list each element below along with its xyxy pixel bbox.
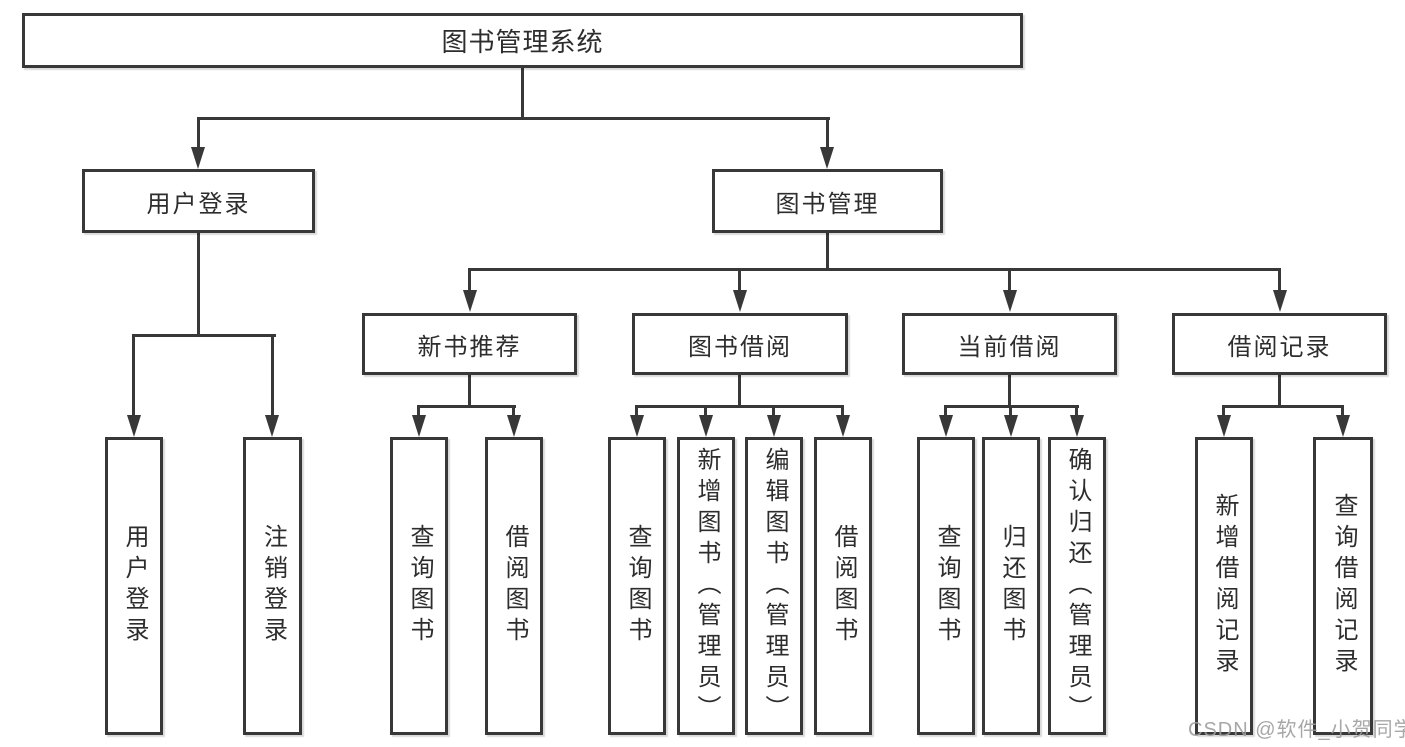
node-book-management: 图书管理	[712, 169, 943, 233]
arrow-down-icon	[820, 147, 834, 169]
edge-drop-leaf	[841, 405, 844, 418]
leaf-bb-borrow-books: 借阅图书	[814, 437, 872, 735]
arrow-down-icon	[699, 415, 713, 437]
edge-drop-leaf	[772, 405, 775, 418]
node-book-borrow: 图书借阅	[632, 313, 848, 375]
edge-drop-borrow-records	[1278, 268, 1281, 292]
arrow-down-icon	[1336, 415, 1350, 437]
leaf-bb-edit-books-admin: 编辑图书（管理员）	[745, 437, 803, 735]
arrow-down-icon	[836, 415, 850, 437]
leaf-nbr-query-books: 查询图书	[390, 437, 448, 735]
leaf-br-query-record: 查询借阅记录	[1313, 437, 1373, 735]
leaf-user-login: 用户登录	[105, 437, 163, 735]
edge-new-book-crossbar	[417, 405, 516, 408]
leaf-bb-add-books-admin: 新增图书（管理员）	[677, 437, 735, 735]
edge-drop-leaf	[1009, 405, 1012, 418]
edge-book-borrow-crossbar	[635, 405, 844, 408]
leaf-cb-confirm-return-admin: 确认归还（管理员）	[1048, 437, 1106, 735]
leaf-logout-login: 注销登录	[243, 437, 302, 735]
node-root-system: 图书管理系统	[22, 13, 1023, 68]
edge-book-borrow-stem	[738, 375, 741, 407]
arrow-down-icon	[1003, 290, 1017, 312]
edge-book-management-stem	[826, 233, 829, 271]
edge-borrow-records-crossbar	[1222, 405, 1344, 408]
edge-drop-leaf	[704, 405, 707, 418]
leaf-bb-query-books: 查询图书	[608, 437, 666, 735]
leaf-br-add-record: 新增借阅记录	[1195, 437, 1253, 735]
edge-level2-crossbar	[468, 268, 1281, 271]
edge-drop-leaf	[1341, 405, 1344, 418]
edge-drop-leaf	[512, 405, 515, 418]
arrow-down-icon	[412, 415, 426, 437]
node-current-borrow: 当前借阅	[902, 313, 1117, 375]
edge-drop-book-management	[826, 117, 829, 150]
edge-borrow-records-stem	[1278, 375, 1281, 407]
arrow-down-icon	[630, 415, 644, 437]
edge-drop-leaf	[1222, 405, 1225, 418]
node-borrow-records: 借阅记录	[1172, 313, 1387, 375]
arrow-down-icon	[1070, 415, 1084, 437]
node-new-book-recommend: 新书推荐	[362, 313, 577, 375]
arrow-down-icon	[1217, 415, 1231, 437]
edge-drop-leaf	[635, 405, 638, 418]
arrow-down-icon	[767, 415, 781, 437]
edge-new-book-stem	[468, 375, 471, 407]
arrow-down-icon	[507, 415, 521, 437]
watermark: CSDN @软件_小贺同学	[1188, 719, 1405, 741]
edge-drop-user-login	[197, 117, 200, 150]
leaf-cb-query-books: 查询图书	[917, 437, 975, 735]
edge-user-login-crossbar	[132, 334, 276, 337]
arrow-down-icon	[463, 290, 477, 312]
arrow-down-icon	[939, 415, 953, 437]
leaf-nbr-borrow-books: 借阅图书	[485, 437, 543, 735]
leaf-cb-return-books: 归还图书	[982, 437, 1040, 735]
node-user-login: 用户登录	[82, 169, 315, 233]
arrow-down-icon	[191, 147, 205, 169]
edge-drop-current-borrow	[1008, 268, 1011, 292]
edge-drop-leaf	[271, 334, 274, 418]
arrow-down-icon	[265, 415, 279, 437]
arrow-down-icon	[733, 290, 747, 312]
edge-drop-leaf	[132, 334, 135, 418]
edge-drop-leaf	[944, 405, 947, 418]
edge-drop-leaf	[1075, 405, 1078, 418]
edge-drop-new-book	[468, 268, 471, 292]
arrow-down-icon	[1273, 290, 1287, 312]
edge-root-stem	[521, 68, 524, 119]
edge-user-login-stem	[197, 233, 200, 336]
arrow-down-icon	[1004, 415, 1018, 437]
edge-drop-leaf	[417, 405, 420, 418]
edge-level1-crossbar	[197, 117, 830, 120]
edge-current-borrow-stem	[1008, 375, 1011, 407]
edge-drop-book-borrow	[738, 268, 741, 292]
arrow-down-icon	[127, 415, 141, 437]
